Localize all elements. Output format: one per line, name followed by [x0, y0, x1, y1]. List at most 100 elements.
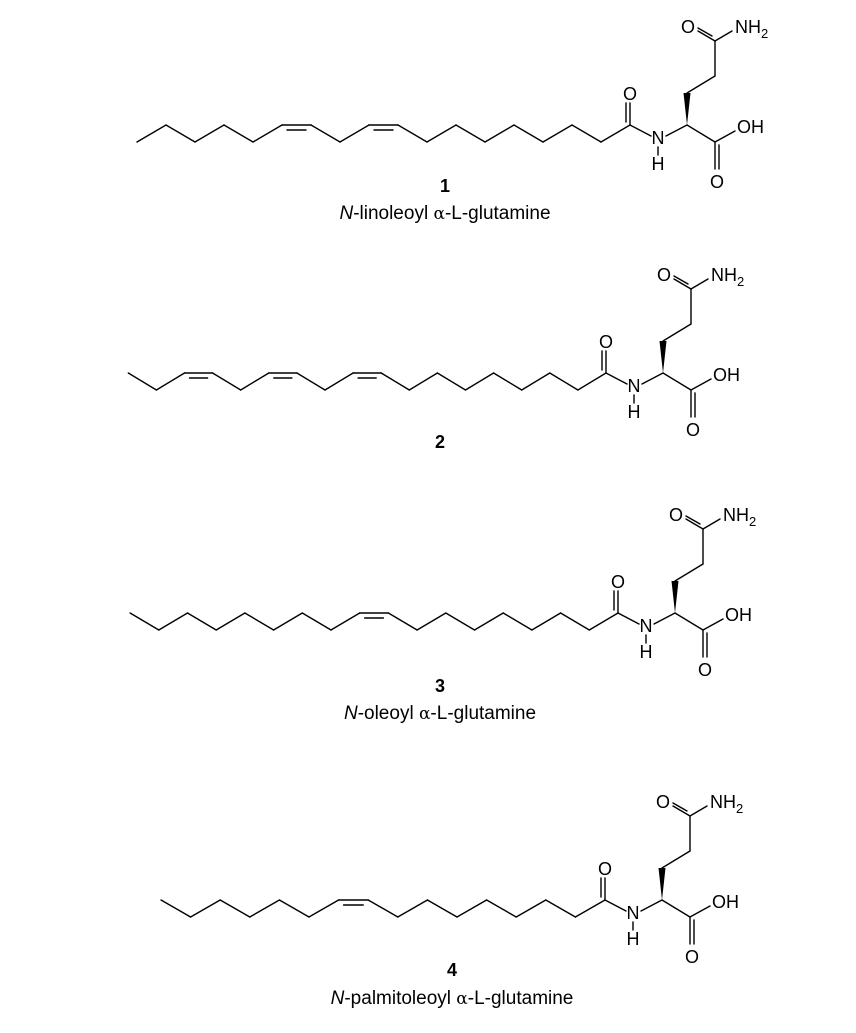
- chain-bond: [577, 372, 607, 391]
- side-chain-amine: NH2: [710, 792, 743, 816]
- chain-bond: [473, 612, 504, 631]
- n-alpha-bond: [665, 124, 688, 137]
- chain-bond: [296, 372, 326, 391]
- chain-bond: [155, 372, 186, 391]
- amide-bond: [604, 899, 627, 912]
- chain-bond: [160, 899, 192, 918]
- chain-bond: [600, 124, 631, 143]
- hydroxyl: OH: [737, 117, 764, 137]
- chain-bond: [252, 124, 283, 143]
- chain-bond: [397, 124, 428, 143]
- chain-bond: [158, 612, 189, 631]
- c-nh2-bond: [714, 30, 733, 42]
- amide-bond: [617, 612, 640, 625]
- side-carbonyl-bond: [697, 27, 713, 37]
- subscript-2: 2: [749, 514, 756, 529]
- carboxyl-oxygen: O: [686, 420, 700, 440]
- chain-bond: [278, 899, 310, 918]
- alpha-carboxyl-bond: [674, 612, 704, 631]
- side-carbonyl-bond: [685, 518, 704, 530]
- name-suffix: -L-glutamine: [430, 703, 537, 724]
- hydroxyl: OH: [713, 365, 740, 385]
- side-carbonyl-bond: [672, 805, 691, 817]
- chain-bond: [492, 372, 523, 391]
- subscript-2: 2: [737, 274, 744, 289]
- chain-bond: [249, 899, 281, 918]
- side-chain-bond: [662, 323, 692, 342]
- side-chain-oxygen: O: [656, 792, 670, 812]
- chain-bond: [484, 124, 515, 143]
- amide-oxygen: O: [599, 332, 613, 352]
- chain-bond: [301, 612, 332, 631]
- side-chain-bond: [686, 75, 716, 94]
- chain-bond: [215, 612, 246, 631]
- side-chain-oxygen: O: [669, 505, 683, 525]
- carboxyl-oxygen: O: [685, 947, 699, 967]
- amide-bond: [629, 124, 652, 137]
- chain-bond: [223, 124, 254, 143]
- chain-bond: [211, 372, 242, 391]
- compound-1-name: N-linoleoyl α-L-glutamine: [339, 203, 550, 225]
- chain-bond: [588, 612, 619, 631]
- amide-nitrogen: N: [652, 128, 665, 148]
- chain-bond: [330, 612, 361, 631]
- c-oh-bond: [714, 130, 736, 143]
- chain-bond: [272, 612, 303, 631]
- n-alpha-bond: [653, 612, 676, 625]
- chain-bond: [559, 612, 590, 631]
- chain-bond: [445, 612, 476, 631]
- amide-hydrogen: H: [627, 929, 640, 949]
- compound-1-number: 1: [439, 176, 451, 196]
- name-rest: -palmitoleoyl: [344, 988, 457, 1009]
- chain-bond: [367, 899, 399, 918]
- chain-bond: [239, 372, 270, 391]
- name-rest: -linoleoyl: [353, 203, 434, 224]
- chain-bond: [502, 612, 533, 631]
- side-chain-amine: NH2: [735, 17, 768, 41]
- chain-bond: [549, 372, 579, 391]
- hydroxyl: OH: [725, 605, 752, 625]
- chain-bond: [515, 899, 547, 918]
- chain-bond: [308, 899, 340, 918]
- chain-bond: [244, 612, 275, 631]
- side-carbonyl-bond: [673, 278, 692, 290]
- alpha-carboxyl-bond: [686, 124, 716, 143]
- carboxyl-oxygen: O: [698, 660, 712, 680]
- amide-bond: [605, 372, 628, 385]
- stereo-wedge-bond: [671, 581, 679, 613]
- compound-3-name: N-oleoyl α-L-glutamine: [344, 703, 536, 725]
- amide-hydrogen: H: [628, 402, 641, 422]
- side-chain-amine: NH2: [723, 505, 756, 529]
- name-alpha: α: [418, 704, 431, 724]
- side-carbonyl-bond: [697, 30, 716, 42]
- chain-bond: [426, 899, 458, 918]
- amide-oxygen: O: [598, 859, 612, 879]
- hydroxyl: OH: [712, 892, 739, 912]
- c-oh-bond: [702, 618, 724, 631]
- side-chain-bond: [674, 563, 704, 582]
- chain-bond: [339, 124, 370, 143]
- name-alpha: α: [456, 989, 468, 1009]
- stereo-wedge-bond: [659, 341, 667, 373]
- name-prefix: N: [330, 988, 345, 1009]
- chain-bond: [408, 372, 439, 391]
- chain-bond: [464, 372, 495, 391]
- chain-bond: [136, 124, 167, 143]
- chain-bond: [165, 124, 196, 143]
- amide-hydrogen: H: [640, 642, 653, 662]
- alpha-carboxyl-bond: [661, 899, 691, 918]
- amide-hydrogen: H: [652, 154, 665, 174]
- chain-bond: [189, 899, 221, 918]
- chain-bond: [426, 124, 457, 143]
- side-chain-bond: [661, 850, 691, 869]
- subscript-2: 2: [736, 801, 743, 816]
- chain-bond: [310, 124, 341, 143]
- chain-bond: [397, 899, 429, 918]
- chain-bond: [545, 899, 577, 918]
- compound-3-number: 3: [434, 676, 446, 696]
- chain-bond: [571, 124, 602, 143]
- chain-bond: [219, 899, 251, 918]
- c-oh-bond: [689, 905, 711, 918]
